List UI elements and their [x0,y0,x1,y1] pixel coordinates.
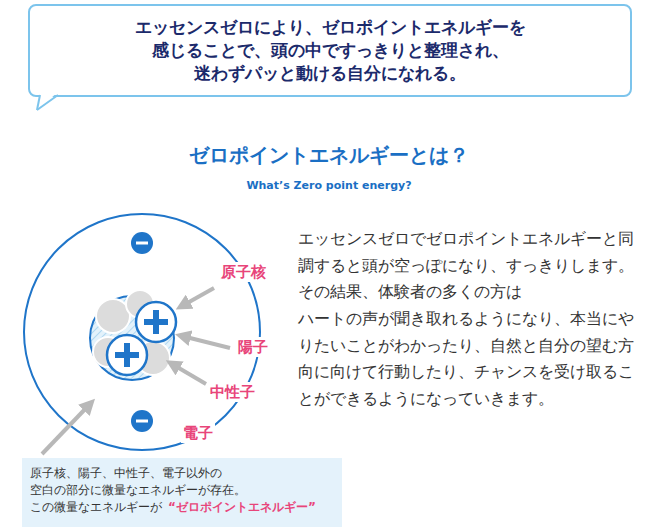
proton [107,335,147,375]
callout-box: エッセンスゼロにより、ゼロポイントエネルギーを 感じることで、頭の中ですっきりと… [28,4,632,97]
note-highlight: “ゼロポイントエネルギー” [168,500,316,514]
body-text: エッセンスゼロでゼロポイントエネルギーと同調すると頭が空っぽになり、すっきりしま… [298,226,644,279]
electron [131,232,153,254]
part-label: 原子核 [219,262,268,282]
body-text: ハートの声が聞き取れるようになり、本当にやりたいことがわかったり、自然と自分の望… [298,306,644,412]
callout-text: エッセンスゼロにより、ゼロポイントエネルギーを 感じることで、頭の中ですっきりと… [110,16,550,85]
part-label: 電子 [181,423,215,443]
leader-arrow [182,288,214,306]
proton [136,302,176,342]
part-label: 中性子 [208,382,257,402]
electron [131,410,153,432]
leader-arrow [182,336,230,348]
diagram-title: ゼロポイントエネルギーとは？ [0,141,658,169]
leader-arrow [42,404,90,454]
note-text: この微量なエネルギーが [30,500,162,514]
subtitle: What’s Zero point energy? [0,178,658,193]
atom-orbit [24,214,260,450]
part-label: 陽子 [236,337,270,357]
leader-arrow [172,364,206,384]
neutron [96,299,130,333]
callout-tail [0,0,658,130]
tail-fill [37,92,58,110]
body-text: その結果、体験者の多くの方は [298,279,644,306]
note-text: 原子核、陽子、中性子、電子以外の 空白の部分に微量なエネルギーが存在。 [30,465,334,499]
tail-edge [37,95,58,110]
note-box: 原子核、陽子、中性子、電子以外の 空白の部分に微量なエネルギーが存在。この微量な… [22,458,342,527]
note-line: この微量なエネルギーが “ゼロポイントエネルギー” [30,499,334,516]
